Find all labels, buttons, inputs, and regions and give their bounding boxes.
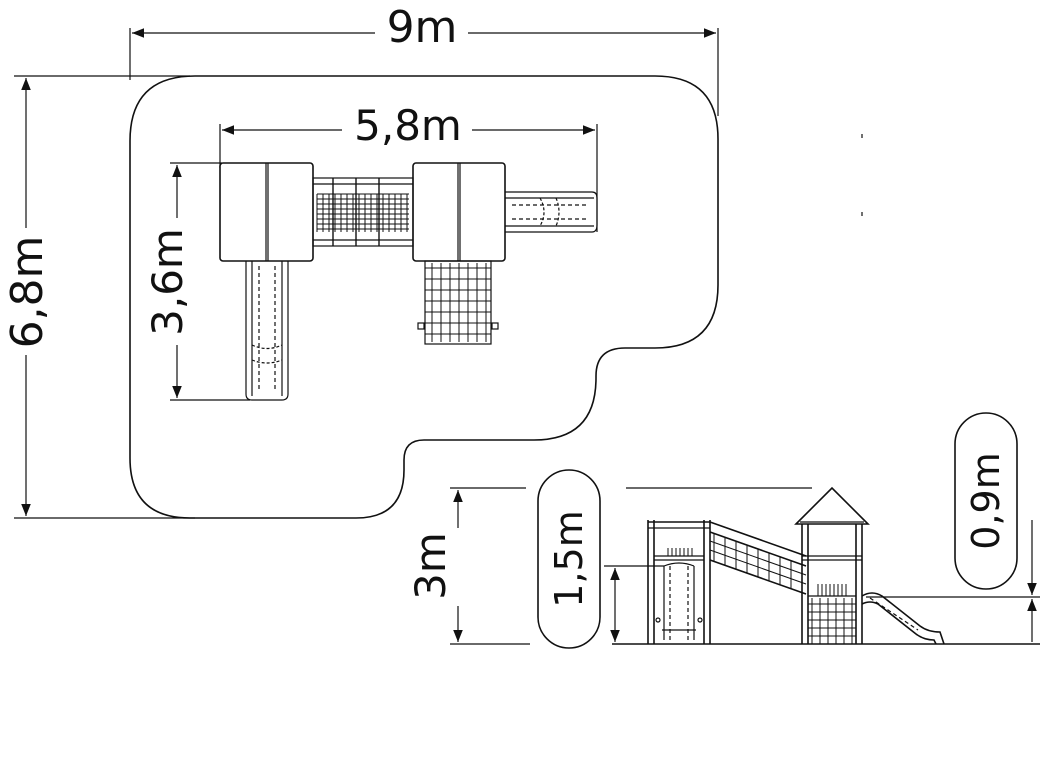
bridge-elevation: [709, 521, 807, 595]
safety-area-outline: [129, 75, 719, 519]
low-platform-height-dimension: 0,9m: [866, 412, 1040, 642]
structure-depth-label: 3,6m: [143, 228, 192, 336]
left-tower-elevation: [647, 520, 711, 644]
right-slide-plan: [505, 191, 598, 233]
right-tower-elevation: [794, 486, 870, 644]
structure-width-label: 5,8m: [354, 101, 462, 150]
drawing-line: [709, 540, 807, 576]
plan-view: 9m 6,8m 5,8m 3,6m: [2, 2, 863, 519]
depth-dimension: 6,8m: [2, 75, 195, 519]
left-slide-plan: [245, 261, 289, 401]
climbing-net-plan: [417, 260, 499, 345]
drawing-line: [709, 549, 807, 585]
structure-depth-dimension: 3,6m: [143, 162, 250, 401]
depth-label: 6,8m: [2, 236, 53, 349]
total-height-label: 3m: [406, 532, 455, 600]
elevation-view: 3m 1,5m 0,9m: [406, 412, 1040, 649]
slide-elevation: [861, 592, 945, 645]
width-dimension: 9m: [129, 2, 719, 116]
right-tower-roof: [412, 162, 506, 262]
rope-bridge-plan: [312, 177, 414, 247]
left-tower-roof: [219, 162, 314, 262]
platform-height-dimension: 1,5m: [537, 469, 664, 649]
low-platform-height-label: 0,9m: [964, 452, 1008, 549]
platform-height-label: 1,5m: [547, 510, 591, 607]
total-height-dimension: 3m: [406, 487, 530, 645]
width-label: 9m: [387, 2, 458, 53]
